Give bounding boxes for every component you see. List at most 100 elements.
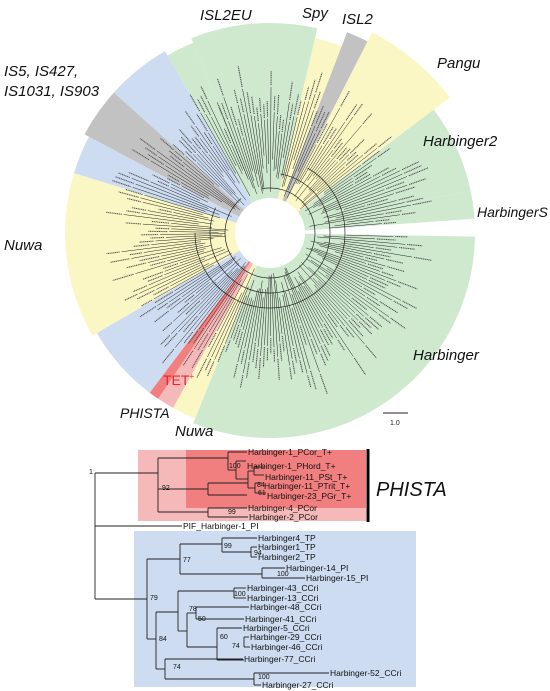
tip-label-mark xyxy=(340,90,350,107)
radial-branch xyxy=(255,289,263,341)
support-value: 100 xyxy=(258,674,270,681)
radial-branch xyxy=(150,160,209,197)
tip-label-mark xyxy=(157,180,169,187)
leaf-label: Harbinger1_TP xyxy=(258,542,316,552)
tip-label-mark xyxy=(375,219,390,222)
radial-branch xyxy=(277,101,290,180)
tip-label-mark xyxy=(327,313,338,328)
radial-branch xyxy=(271,274,275,348)
radial-branch xyxy=(237,127,255,182)
radial-branch xyxy=(135,247,222,274)
tip-label-mark xyxy=(398,195,415,201)
clade-label-nuwa-left: Nuwa xyxy=(4,237,42,254)
radial-branch xyxy=(323,235,375,240)
support-value: 78 xyxy=(189,606,197,613)
tip-label-mark xyxy=(345,327,355,338)
phista-label: PHISTA xyxy=(376,479,447,501)
radial-branch xyxy=(228,121,254,189)
tip-label-mark xyxy=(289,81,293,101)
tip-label-mark xyxy=(188,330,199,344)
support-value: 60 xyxy=(220,634,228,641)
radial-branch xyxy=(318,177,372,207)
radial-branch xyxy=(309,140,329,171)
tip-label-mark xyxy=(184,110,195,125)
radial-branch xyxy=(156,263,209,290)
radial-branch xyxy=(208,132,240,184)
radial-branch xyxy=(148,250,229,286)
leaf-label: Harbinger-23_PGr_T+ xyxy=(267,491,351,501)
radial-branch xyxy=(181,185,205,199)
tip-label-mark xyxy=(189,94,201,112)
radial-branch xyxy=(141,212,213,225)
radial-branch xyxy=(321,257,368,280)
tip-label-mark xyxy=(320,353,327,367)
tip-label-mark xyxy=(239,374,244,388)
radial-branch xyxy=(121,241,202,252)
radial-branch xyxy=(291,307,311,369)
radial-branch xyxy=(270,87,272,192)
tip-label-mark xyxy=(112,273,134,282)
support-value: 100 xyxy=(229,463,241,470)
tip-label-mark xyxy=(381,271,394,277)
clade-label-pangu: Pangu xyxy=(437,55,481,72)
radial-branch xyxy=(346,234,394,237)
tip-label-mark xyxy=(355,171,368,181)
tip-label-mark xyxy=(353,357,367,375)
radial-branch xyxy=(284,268,321,353)
radial-branch xyxy=(282,294,294,347)
sector-nuwa-left xyxy=(64,173,240,336)
radial-branch xyxy=(340,242,374,248)
radial-branch xyxy=(192,154,233,195)
radial-branch xyxy=(225,286,249,344)
tip-label-mark xyxy=(192,327,205,344)
radial-branch xyxy=(171,228,225,232)
support-value: 79 xyxy=(150,595,158,602)
tip-label-mark xyxy=(132,285,147,293)
tip-label-mark xyxy=(197,99,206,113)
clade-label-tet: TET+ xyxy=(163,372,194,388)
tip-label-mark xyxy=(293,94,299,115)
tip-label-mark xyxy=(345,104,358,121)
radial-branch xyxy=(195,282,210,294)
tip-label-mark xyxy=(139,256,160,262)
radial-branch xyxy=(240,298,251,328)
sector-blue-mid xyxy=(73,136,240,223)
tip-label-mark xyxy=(281,335,285,352)
radial-branch xyxy=(336,202,405,219)
radial-branch xyxy=(315,125,362,179)
leaf-label: PIF_Harbinger-1_PI xyxy=(183,521,259,531)
radial-branch xyxy=(123,214,199,225)
radial-branch xyxy=(299,147,378,210)
clade-label-isl2: ISL2 xyxy=(342,11,374,28)
tip-label-mark xyxy=(150,260,166,267)
tip-label-mark xyxy=(310,370,317,390)
radial-branch xyxy=(276,133,283,178)
leaf-label: Harbinger-77_CCri xyxy=(244,654,315,664)
radial-branch xyxy=(155,235,227,242)
tip-label-mark xyxy=(289,367,293,380)
radial-branch xyxy=(308,266,365,317)
radial-branch xyxy=(309,213,384,227)
radial-branch xyxy=(299,265,348,320)
radial-branch xyxy=(193,265,245,331)
tip-label-mark xyxy=(217,345,226,362)
radial-branch xyxy=(211,116,237,166)
radial-branch xyxy=(275,130,280,170)
radial-branch xyxy=(230,295,247,339)
radial-branch xyxy=(164,258,206,276)
radial-branch xyxy=(150,181,232,217)
radial-branch xyxy=(205,113,251,197)
radial-branch xyxy=(179,256,198,264)
tip-label-mark xyxy=(141,299,153,307)
radial-branch xyxy=(317,280,359,321)
support-value: 99 xyxy=(228,509,236,516)
radial-branch xyxy=(208,154,223,173)
tip-label-mark xyxy=(311,111,318,127)
tip-label-mark xyxy=(237,331,243,348)
tip-label-mark xyxy=(168,150,182,162)
tip-label-mark xyxy=(230,106,238,126)
radial-branch xyxy=(267,275,270,347)
leaf-label: Harbinger-11_PTrit_T+ xyxy=(264,481,350,491)
radial-branch xyxy=(323,241,413,258)
